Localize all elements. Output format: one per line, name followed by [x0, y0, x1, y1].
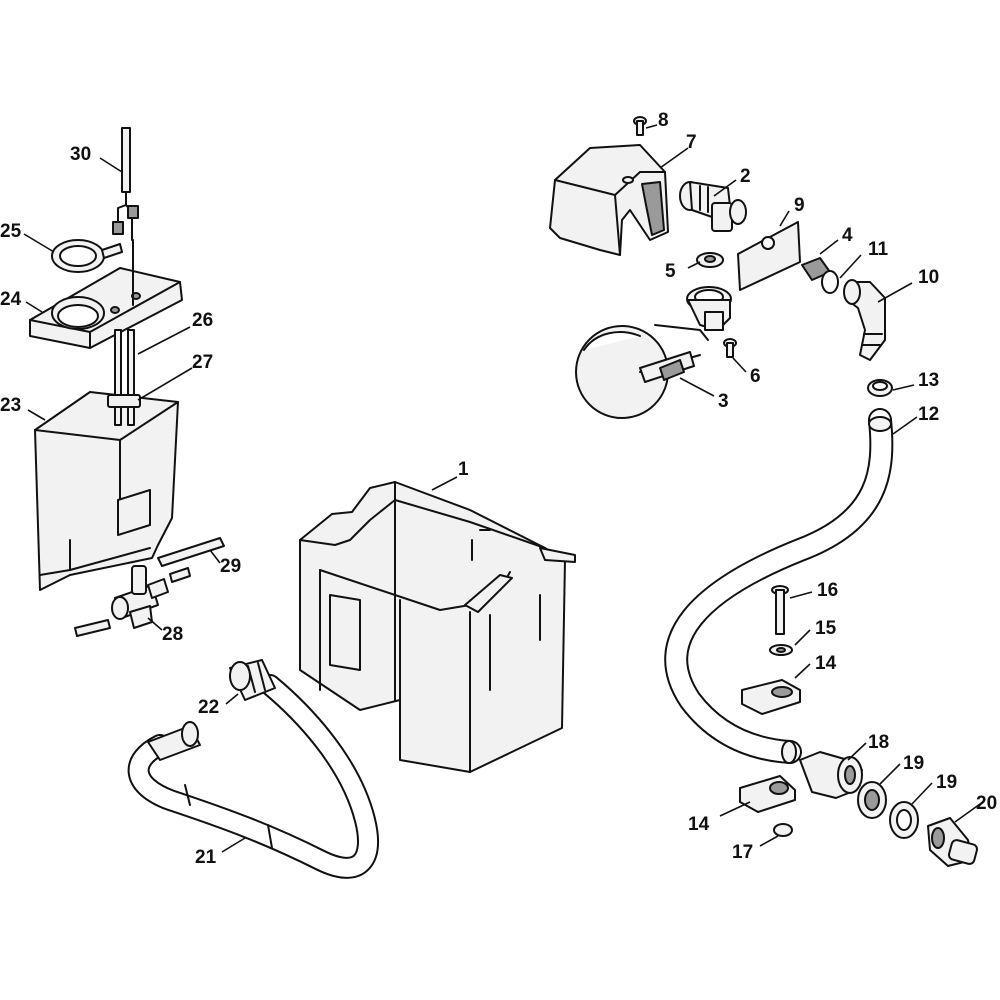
callout-19-b: 19	[936, 772, 957, 793]
part-2-valve	[679, 181, 747, 232]
part-14-clip-lower	[739, 775, 796, 813]
part-14-clip-upper	[741, 679, 801, 715]
part-23-reservoir	[34, 391, 179, 591]
part-19-seal-b	[889, 801, 919, 839]
callout-14-upper: 14	[815, 653, 837, 674]
callout-8: 8	[658, 110, 669, 131]
callout-23: 23	[0, 395, 21, 416]
part-5-washer	[696, 252, 724, 268]
part-15-washer	[769, 644, 793, 656]
callout-10: 10	[918, 267, 939, 288]
part-21-hose	[127, 674, 379, 879]
callout-14-lower: 14	[688, 814, 710, 835]
callout-26: 26	[192, 310, 213, 331]
callout-22: 22	[198, 697, 219, 718]
part-9-gasket	[737, 221, 801, 291]
callout-labels: 1 2 3 4 5 6 7 8 9 10 11 12 13 14 14 15 1…	[0, 110, 997, 868]
callout-30: 30	[70, 144, 91, 165]
callout-4: 4	[842, 225, 853, 246]
callout-21: 21	[195, 847, 217, 868]
callout-19-a: 19	[903, 753, 924, 774]
callout-18: 18	[868, 732, 889, 753]
callout-7: 7	[686, 132, 697, 153]
part-20-coupling-nipple	[927, 817, 979, 867]
part-7-cover	[549, 144, 669, 256]
callout-12: 12	[918, 404, 939, 425]
part-12-hose	[664, 408, 894, 764]
callout-27: 27	[192, 352, 213, 373]
part-13-clamp	[867, 379, 893, 397]
part-17-nut	[773, 823, 793, 837]
part-24-lid	[29, 267, 183, 349]
part-26-sensor-rods	[114, 329, 135, 426]
callout-16: 16	[817, 580, 838, 601]
part-3-float-valve-body	[686, 286, 732, 331]
callout-6: 6	[750, 366, 761, 387]
part-11-ring	[821, 270, 839, 294]
callout-29: 29	[220, 556, 241, 577]
part-27-sensor-clip	[107, 394, 141, 408]
callout-1: 1	[458, 459, 469, 480]
part-29-tube	[157, 537, 225, 583]
callout-17: 17	[732, 842, 753, 863]
callout-24: 24	[0, 289, 22, 310]
part-18-coupling	[799, 751, 863, 799]
callout-28: 28	[162, 624, 183, 645]
callout-9: 9	[794, 195, 805, 216]
part-30-wire	[112, 127, 139, 306]
callout-15: 15	[815, 618, 837, 639]
part-3-float	[575, 324, 709, 419]
callout-3: 3	[718, 391, 729, 412]
leader-lines	[23, 124, 981, 853]
part-25-seal-ring	[51, 239, 123, 273]
callout-5: 5	[665, 261, 676, 282]
part-16-bolt	[771, 585, 789, 635]
part-8-screw	[633, 116, 647, 136]
part-19-seal-a	[857, 781, 887, 819]
part-28-t-fitting	[74, 565, 169, 637]
callout-25: 25	[0, 221, 22, 242]
part-6-screw	[723, 338, 737, 358]
callout-20: 20	[976, 793, 997, 814]
part-22-connector	[229, 659, 276, 701]
callout-2: 2	[740, 166, 751, 187]
part-10-elbow	[843, 279, 886, 361]
part-1-container	[299, 481, 576, 773]
callout-11: 11	[868, 239, 889, 260]
callout-13: 13	[918, 370, 939, 391]
